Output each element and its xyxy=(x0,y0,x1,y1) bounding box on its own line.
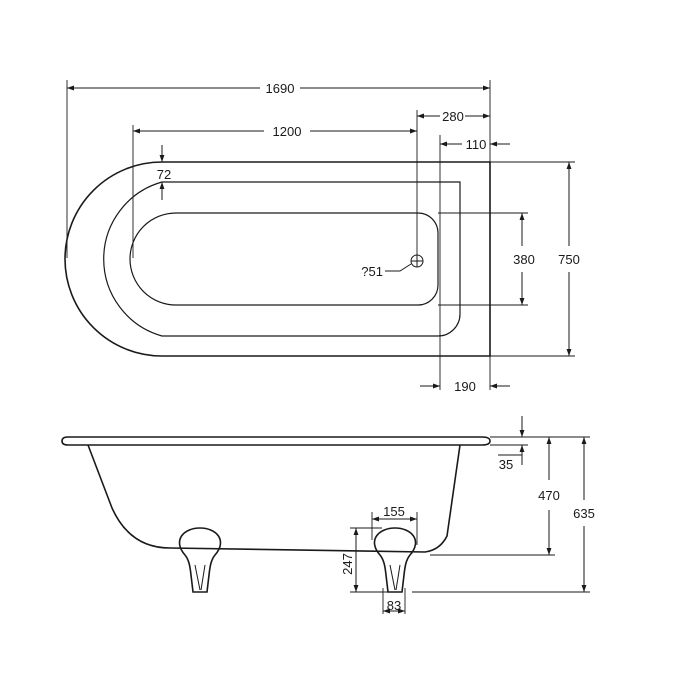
side-rim xyxy=(61,436,491,446)
plan-view: 1690 1200 280 110 72 380 750 190 ?51 xyxy=(64,80,580,394)
right-foot xyxy=(373,527,417,593)
dim-overall-height: 635 xyxy=(573,506,595,521)
dim-overall-length: 1690 xyxy=(266,81,295,96)
dim-waste-diameter: ?51 xyxy=(361,264,383,279)
dim-rim-thickness: 35 xyxy=(499,457,513,472)
side-body xyxy=(87,444,461,553)
dim-foot-spread: 155 xyxy=(383,504,405,519)
side-view: 35 470 635 155 247 83 xyxy=(61,416,595,614)
waste-leader xyxy=(385,263,412,272)
plan-outer-rim xyxy=(64,161,491,357)
dim-bath-depth: 470 xyxy=(538,488,560,503)
dim-interior-width: 380 xyxy=(513,252,535,267)
waste-outlet xyxy=(410,254,424,268)
dim-foot-width: 83 xyxy=(387,598,401,613)
plan-basin xyxy=(129,212,439,306)
dim-end-offset: 190 xyxy=(454,379,476,394)
left-foot xyxy=(178,527,222,593)
dim-foot-height: 247 xyxy=(340,553,355,575)
dim-rim-width: 72 xyxy=(157,167,171,182)
dim-waste-offset: 280 xyxy=(442,109,464,124)
dim-overall-width: 750 xyxy=(558,252,580,267)
dim-interior-length: 1200 xyxy=(273,124,302,139)
dim-rim-end-offset: 110 xyxy=(466,137,487,152)
plan-inner-rim xyxy=(103,181,461,337)
